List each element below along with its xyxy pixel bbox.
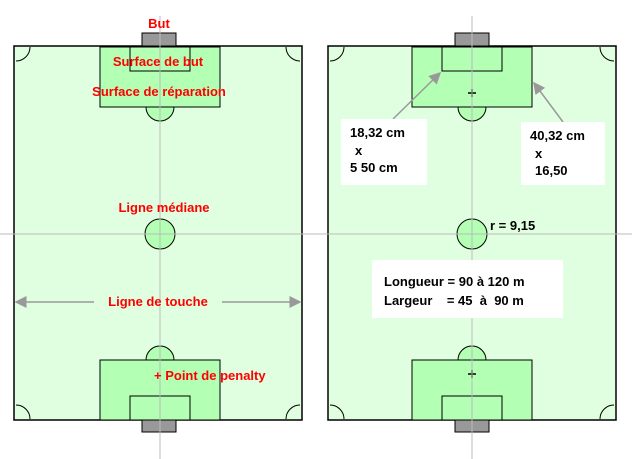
bottom-goal: [141, 419, 177, 433]
center-circle-radius: r = 9,15: [490, 218, 535, 233]
field-length: Longueur = 90 à 120 m: [384, 274, 525, 289]
touch-line-label: Ligne de touche: [108, 294, 208, 309]
goal-area-label: Surface de but: [113, 54, 204, 69]
times-sign: x: [355, 143, 363, 158]
penalty-area-depth: 16,50: [535, 163, 568, 178]
goal-area-width: 18,32 cm: [350, 125, 405, 140]
halfway-line-label: Ligne médiane: [118, 200, 209, 215]
field-width: Largeur = 45 à 90 m: [384, 293, 524, 308]
field-size-box: Longueur = 90 à 120 m Largeur = 45 à 90 …: [372, 260, 563, 318]
times-sign: x: [535, 146, 543, 161]
goal-label: But: [148, 16, 170, 31]
top-goal: [141, 32, 177, 47]
penalty-spot-label: + Point de penalty: [154, 368, 266, 383]
penalty-area-dimensions-box: 40,32 cm x 16,50: [521, 122, 605, 185]
goal-area-arrow: [392, 71, 442, 120]
penalty-area-arrow: [533, 81, 564, 123]
penalty-area-width: 40,32 cm: [530, 128, 585, 143]
corner-arcs: [329, 46, 615, 420]
goal-area-dimensions-box: 18,32 cm x 5 50 cm: [341, 119, 427, 185]
penalty-area-label: Surface de réparation: [92, 84, 226, 99]
corner-arcs: [15, 46, 301, 420]
goal-area-depth: 5 50 cm: [350, 160, 398, 175]
